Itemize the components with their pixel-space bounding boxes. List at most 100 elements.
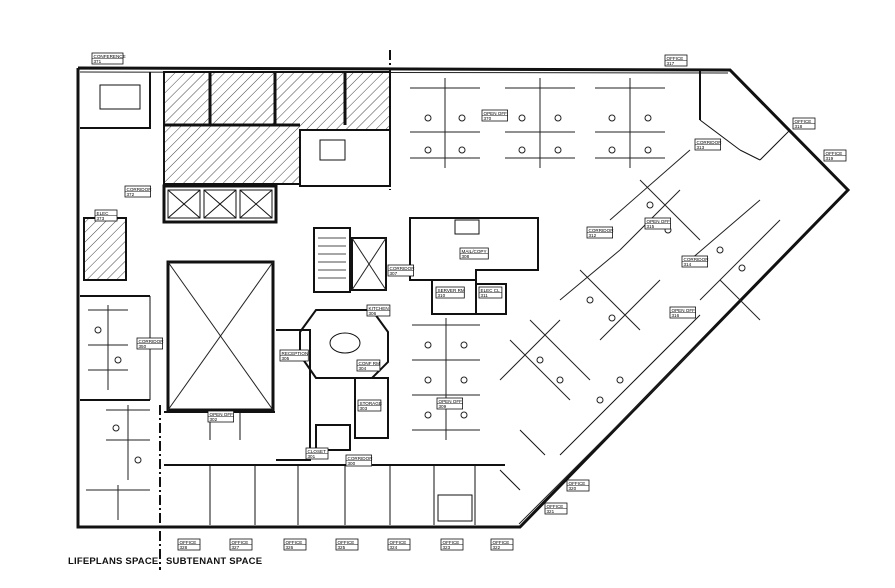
room-number: 371	[94, 59, 102, 64]
room-name: KITCHEN	[369, 306, 389, 311]
room-name: OFFICE	[338, 540, 355, 545]
room-name: OPEN OFF	[484, 111, 508, 116]
room-number: 327	[232, 545, 240, 550]
room-number: 306	[369, 311, 377, 316]
room-name: OFFICE	[667, 56, 684, 61]
workstations-diagonal	[499, 149, 781, 404]
room-name: CORRIDOR	[697, 140, 723, 145]
room-number: 317	[667, 61, 675, 66]
room-number: 308	[462, 254, 470, 259]
room-number: 310	[438, 293, 446, 298]
room-number: 312	[589, 233, 597, 238]
room-name: CORRIDOR	[139, 339, 165, 344]
room-number: 311	[481, 293, 489, 298]
lifeplans-space-label: LIFEPLANS SPACE	[68, 556, 159, 567]
room-number: 372	[127, 192, 135, 197]
room-name: OPEN OFF	[210, 412, 234, 417]
tenant-boundary	[159, 50, 391, 570]
room-name: OFFICE	[443, 540, 460, 545]
room-number: 318	[795, 124, 803, 129]
room-number: 307	[390, 271, 398, 276]
room-name: MAIL/COPY	[462, 249, 487, 254]
room-name: STORAGE	[360, 401, 382, 406]
room-number: 319	[826, 156, 834, 161]
room-name: OPEN OFF	[439, 399, 463, 404]
room-name: SERVER RM	[438, 288, 465, 293]
workstations-left	[86, 305, 150, 520]
room-name: OPEN OFF	[647, 219, 671, 224]
room-name: ELEC CL	[481, 288, 501, 293]
room-number: 324	[390, 545, 398, 550]
room-name: OFFICE	[390, 540, 407, 545]
room-name: RECEPTION	[282, 351, 309, 356]
room-number: 320	[569, 486, 577, 491]
room-number: 323	[443, 545, 451, 550]
room-number: 321	[547, 509, 555, 514]
room-name: OPEN OFF	[672, 308, 696, 313]
room-labels: CONFERENCE371CORRIDOR372ELEC373CORRIDOR3…	[91, 52, 847, 551]
room-name: CORRIDOR	[348, 456, 374, 461]
room-name: OFFICE	[826, 151, 843, 156]
room-name: OFFICE	[493, 540, 510, 545]
room-number: 305	[282, 356, 290, 361]
room-name: CLOSET	[308, 449, 327, 454]
room-number: 326	[286, 545, 294, 550]
room-number: 304	[359, 366, 367, 371]
room-name: CONFERENCE	[94, 54, 126, 59]
workstations-top	[410, 78, 665, 168]
stair-core	[83, 217, 387, 293]
subtenant-space-label: SUBTENANT SPACE	[166, 556, 263, 567]
room-name: CONF RM	[359, 361, 381, 366]
room-number: 350	[139, 344, 147, 349]
hatched-core	[162, 71, 391, 224]
room-name: OFFICE	[569, 481, 586, 486]
room-number: 315	[647, 224, 655, 229]
room-number: 303	[360, 406, 368, 411]
room-number: 314	[684, 262, 692, 267]
room-name: OFFICE	[795, 119, 812, 124]
room-number: 316	[672, 313, 680, 318]
room-name: CORRIDOR	[127, 187, 153, 192]
room-name: OFFICE	[180, 540, 197, 545]
atrium	[166, 260, 275, 412]
room-number: 328	[180, 545, 188, 550]
room-name: OFFICE	[547, 504, 564, 509]
room-name: OFFICE	[232, 540, 249, 545]
room-name: ELEC	[97, 211, 110, 216]
room-name: CORRIDOR	[589, 228, 615, 233]
room-name: OFFICE	[286, 540, 303, 545]
room-number: 373	[97, 216, 105, 221]
